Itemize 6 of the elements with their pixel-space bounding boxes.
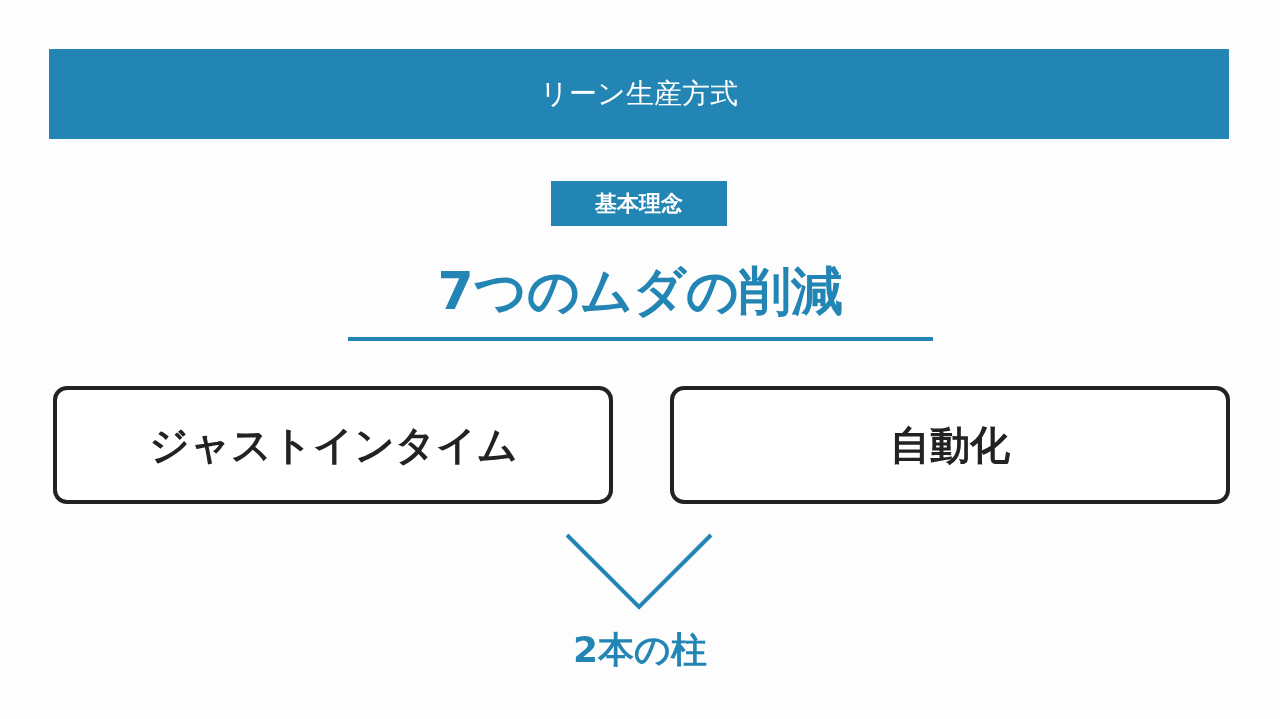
tag-label: 基本理念 — [551, 181, 727, 226]
pillar-box: ジャストインタイム — [53, 386, 613, 504]
heading-text: 7つのムダの削減 — [436, 260, 844, 323]
pillar-box: 自動化 — [670, 386, 1230, 504]
caption-text: 2本の柱 — [571, 627, 709, 672]
title-banner: リーン生産方式 — [49, 49, 1229, 139]
